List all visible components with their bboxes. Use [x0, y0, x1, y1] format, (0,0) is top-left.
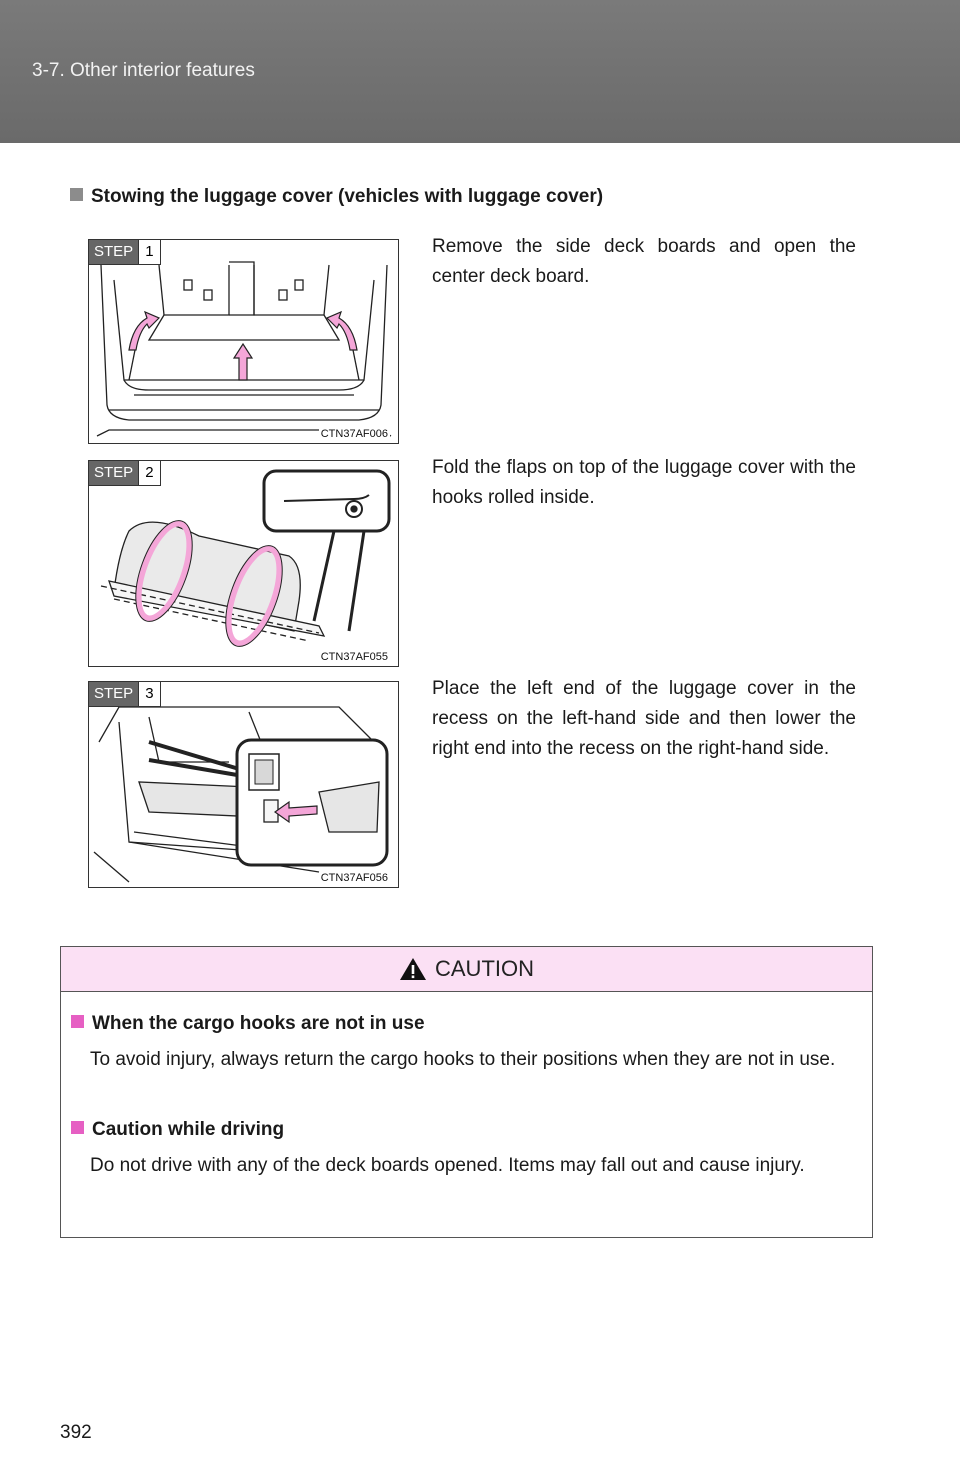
caution-header: CAUTION — [61, 947, 872, 992]
step-2-figure-code: CTN37AF055 — [318, 651, 390, 663]
caution-title: CAUTION — [435, 956, 534, 981]
step-3-figure: STEP 3 CTN37AF056 — [88, 681, 399, 888]
cover-install-illustration — [93, 706, 389, 883]
caution-item-2-body: Do not drive with any of the deck boards… — [90, 1155, 805, 1176]
header-section-title: 3-7. Other interior features — [32, 60, 255, 81]
step-2-number: 2 — [138, 461, 160, 485]
step-2-label: STEP — [89, 461, 139, 485]
step-3-label: STEP — [89, 682, 139, 706]
caution-item-heading: Caution while driving — [71, 1119, 284, 1141]
step-3-badge: STEP 3 — [89, 682, 161, 707]
caution-item-1-heading: When the cargo hooks are not in use — [92, 1013, 425, 1034]
step-1-number: 1 — [138, 240, 160, 264]
step-3-figure-code: CTN37AF056 — [318, 872, 390, 884]
step-1-label: STEP — [89, 240, 139, 264]
caution-item-heading: When the cargo hooks are not in use — [71, 1013, 425, 1035]
caution-bullet-icon — [71, 1015, 84, 1028]
step-1-figure: STEP 1 CTN37AF006 — [88, 239, 399, 444]
step-2-text: Fold the flaps on top of the luggage cov… — [432, 457, 856, 508]
step-1-text: Remove the side deck boards and open the… — [432, 236, 856, 287]
header-band — [0, 0, 960, 143]
caution-box: CAUTION When the cargo hooks are not in … — [60, 946, 873, 1238]
heading-bullet-icon — [70, 188, 83, 201]
step-1-badge: STEP 1 — [89, 240, 161, 265]
warning-triangle-icon — [400, 958, 426, 980]
caution-item-1-body: To avoid injury, always return the cargo… — [90, 1049, 836, 1070]
step-2-badge: STEP 2 — [89, 461, 161, 486]
insert-arrow-icon — [273, 800, 318, 824]
step-1-figure-code: CTN37AF006 — [318, 428, 390, 440]
cargo-area-illustration — [96, 261, 392, 437]
caution-bullet-icon — [71, 1121, 84, 1134]
luggage-cover-illustration — [100, 469, 391, 647]
caution-item-2-heading: Caution while driving — [92, 1119, 285, 1140]
section-heading: Stowing the luggage cover (vehicles with… — [70, 186, 603, 208]
step-3-number: 3 — [138, 682, 160, 706]
section-heading-text: Stowing the luggage cover (vehicles with… — [91, 186, 604, 207]
step-2-figure: STEP 2 CTN37AF055 — [88, 460, 399, 667]
step-3-text: Place the left end of the luggage cover … — [432, 678, 856, 759]
page-number: 392 — [60, 1422, 92, 1443]
